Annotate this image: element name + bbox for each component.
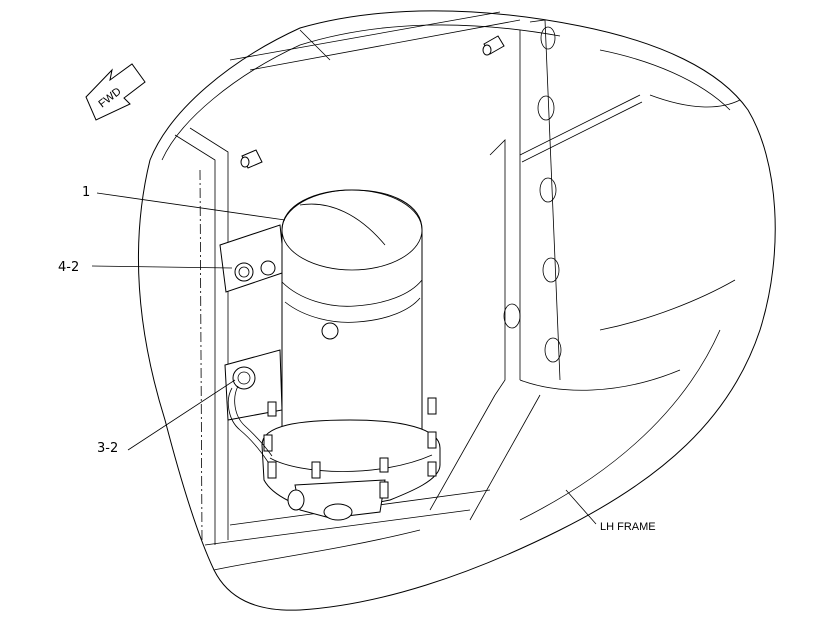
callout-3-2: 3-2 bbox=[97, 441, 118, 456]
fwd-arrow: FWD bbox=[85, 63, 146, 121]
rail-holes bbox=[503, 26, 562, 363]
air-dryer-canister bbox=[281, 189, 423, 471]
air-line bbox=[227, 385, 273, 463]
callout-1: 1 bbox=[82, 185, 90, 200]
callout-4-2: 4-2 bbox=[58, 260, 79, 275]
lh-frame-label: LH FRAME bbox=[600, 521, 656, 533]
callout-leaders bbox=[91, 192, 597, 525]
mounting-bracket-upper bbox=[219, 224, 286, 293]
lh-frame-outline bbox=[137, 10, 776, 611]
dowel-pins bbox=[240, 35, 505, 169]
dryer-base bbox=[261, 397, 441, 521]
